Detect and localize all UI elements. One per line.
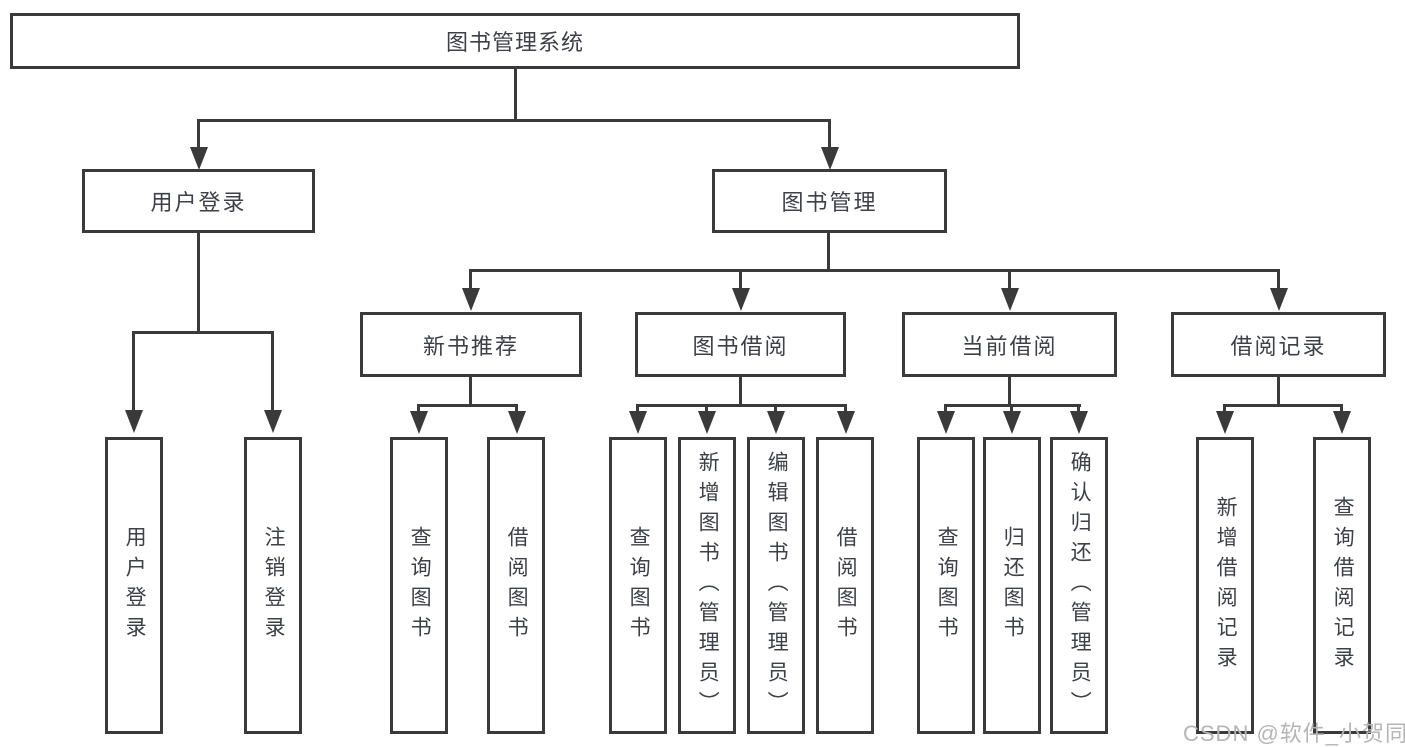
connector-line	[636, 404, 639, 414]
arrow-down-icon	[190, 147, 208, 170]
leaf-edit-books-admin: 编辑图书（管理员）	[747, 437, 805, 734]
arrow-down-icon	[1270, 288, 1288, 311]
leaf-return-books: 归还图书	[983, 437, 1041, 734]
connector-line	[417, 404, 518, 407]
connector-line	[469, 269, 472, 291]
leaf-label: 用户登录	[123, 525, 147, 646]
arrow-down-icon	[767, 411, 785, 434]
csdn-watermark: CSDN @软件_小贺同学	[1183, 721, 1405, 746]
connector-line	[515, 404, 518, 414]
leaf-confirm-return-admin: 确认归还（管理员）	[1050, 437, 1108, 734]
arrow-down-icon	[1003, 411, 1021, 434]
arrow-down-icon	[698, 411, 716, 434]
leaf-query-books: 查询图书	[609, 437, 667, 734]
node-borrow-records: 借阅记录	[1171, 312, 1386, 377]
arrow-down-icon	[1070, 411, 1088, 434]
connector-line	[1277, 269, 1280, 291]
arrow-down-icon	[821, 147, 839, 170]
arrow-down-icon	[937, 411, 955, 434]
leaf-label: 归还图书	[1001, 525, 1025, 646]
leaf-label: 注销登录	[262, 525, 286, 646]
connector-line	[1340, 404, 1343, 414]
node-library-management-system: 图书管理系统	[10, 13, 1020, 69]
connector-line	[774, 404, 777, 414]
connector-line	[1008, 377, 1011, 406]
leaf-add-books-admin: 新增图书（管理员）	[678, 437, 736, 734]
leaf-label: 查询图书	[935, 525, 959, 646]
leaf-label: 查询图书	[627, 525, 651, 646]
arrow-down-icon	[629, 411, 647, 434]
arrow-down-icon	[410, 411, 428, 434]
arrow-down-icon	[264, 410, 282, 433]
leaf-query-books-recommend: 查询图书	[390, 437, 448, 734]
connector-line	[1223, 404, 1343, 407]
arrow-down-icon	[462, 288, 480, 311]
connector-line	[469, 269, 1280, 272]
leaf-query-books-current: 查询图书	[917, 437, 975, 734]
arrow-down-icon	[1333, 411, 1351, 434]
arrow-down-icon	[508, 411, 526, 434]
leaf-borrow-books: 借阅图书	[816, 437, 874, 734]
arrow-down-icon	[125, 410, 143, 433]
node-book-borrowing: 图书借阅	[635, 312, 846, 377]
connector-line	[828, 119, 831, 151]
leaf-label: 查询图书	[408, 525, 432, 646]
arrow-down-icon	[1216, 411, 1234, 434]
leaf-label: 编辑图书（管理员）	[765, 450, 789, 721]
leaf-add-borrow-record: 新增借阅记录	[1196, 437, 1254, 734]
connector-line	[1077, 404, 1080, 414]
arrow-down-icon	[732, 288, 750, 311]
leaf-logout: 注销登录	[244, 437, 302, 734]
connector-line	[1008, 269, 1011, 291]
arrow-down-icon	[1001, 288, 1019, 311]
connector-line	[827, 233, 830, 272]
node-new-book-recommend: 新书推荐	[360, 312, 582, 377]
connector-line	[132, 331, 274, 334]
connector-line	[705, 404, 708, 414]
connector-line	[469, 377, 472, 406]
connector-line	[944, 404, 947, 414]
connector-line	[197, 119, 831, 122]
connector-line	[636, 404, 847, 407]
connector-line	[1010, 404, 1013, 414]
leaf-label: 新增图书（管理员）	[696, 450, 720, 721]
connector-line	[739, 377, 742, 406]
arrow-down-icon	[837, 411, 855, 434]
node-book-management: 图书管理	[712, 169, 947, 233]
node-current-borrowing: 当前借阅	[902, 312, 1117, 377]
connector-line	[739, 269, 742, 291]
node-user-login: 用户登录	[82, 169, 315, 233]
connector-line	[271, 331, 274, 413]
connector-line	[132, 331, 135, 413]
leaf-label: 确认归还（管理员）	[1068, 450, 1092, 721]
connector-line	[1277, 377, 1280, 406]
leaf-label: 查询借阅记录	[1331, 495, 1355, 676]
connector-line	[1223, 404, 1226, 414]
connector-line	[844, 404, 847, 414]
connector-line	[417, 404, 420, 414]
leaf-borrow-books-recommend: 借阅图书	[487, 437, 545, 734]
connector-line	[197, 233, 200, 333]
leaf-label: 新增借阅记录	[1214, 495, 1238, 676]
connector-line	[197, 119, 200, 151]
connector-line	[514, 68, 517, 121]
leaf-label: 借阅图书	[834, 525, 858, 646]
leaf-query-borrow-record: 查询借阅记录	[1313, 437, 1371, 734]
leaf-user-login: 用户登录	[105, 437, 163, 734]
leaf-label: 借阅图书	[505, 525, 529, 646]
